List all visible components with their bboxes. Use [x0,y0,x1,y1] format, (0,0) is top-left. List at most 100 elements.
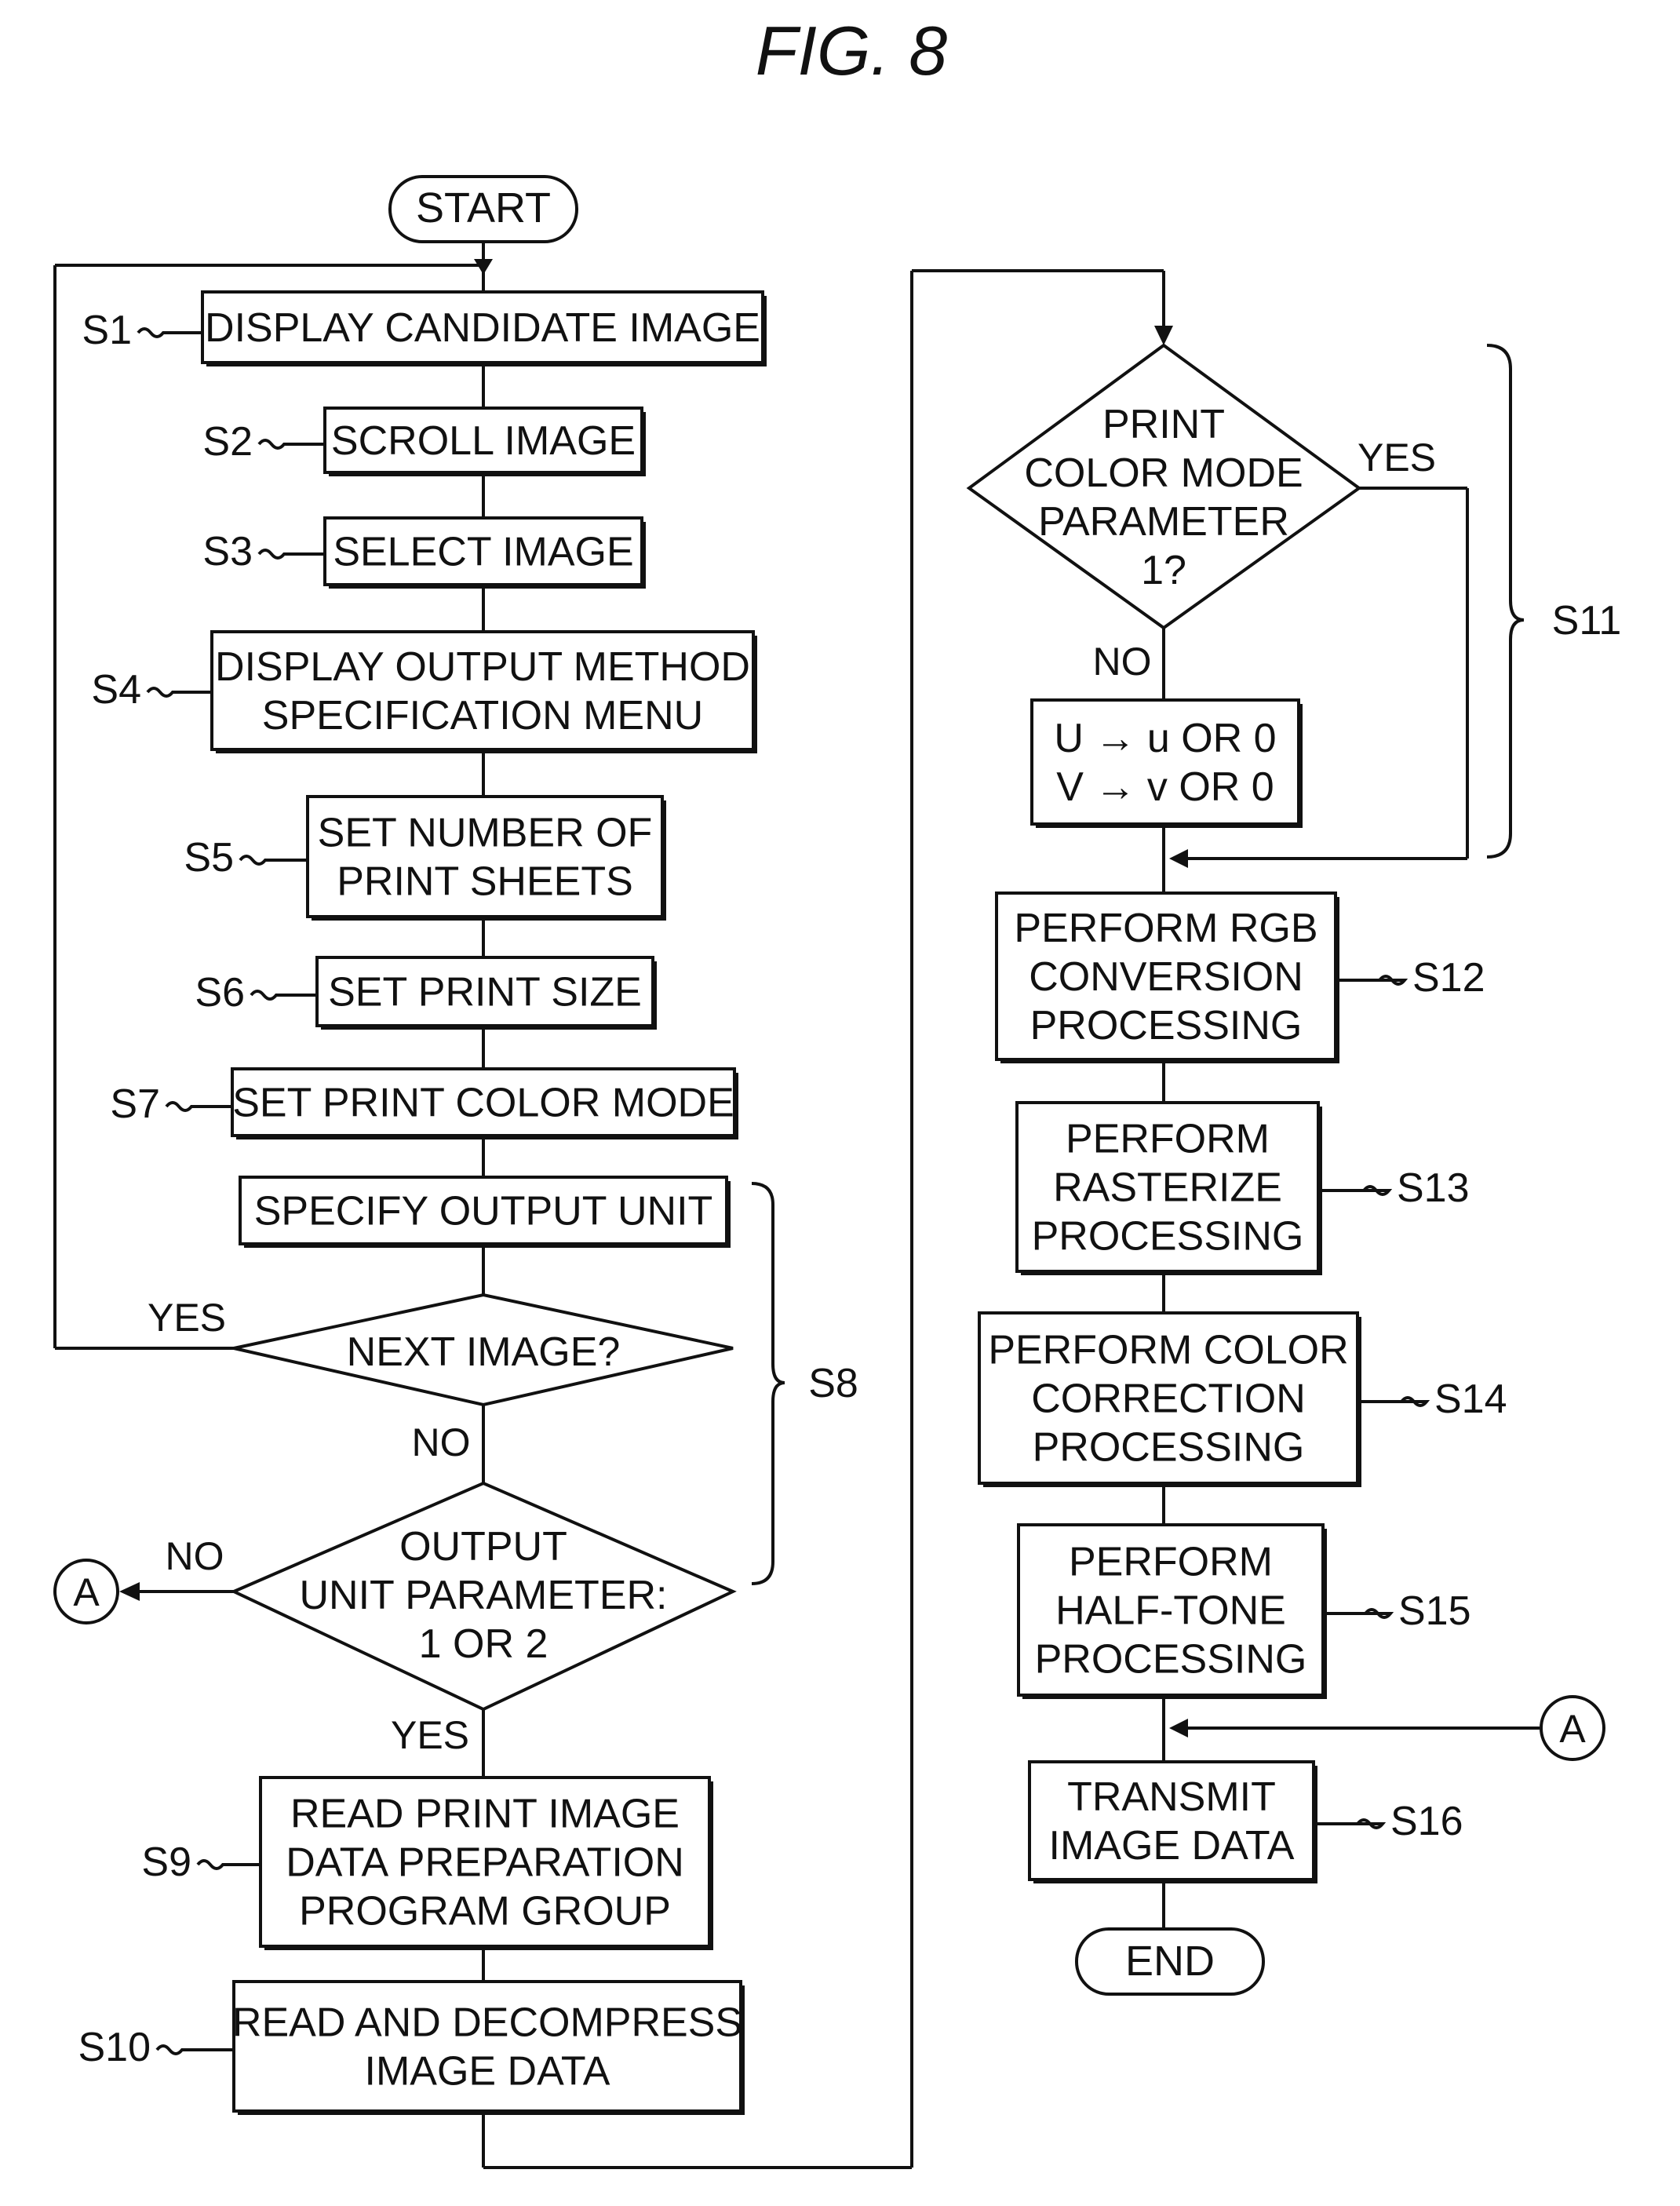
step-s7: SET PRINT COLOR MODE S7 [110,1069,738,1139]
step-s12-text-2: CONVERSION [1029,954,1303,1000]
step-id-leader-s9 [198,1861,261,1869]
step-id-s6: S6 [195,970,245,1015]
step-s11-convert-text-2: V → v OR 0 [1056,764,1274,810]
step-s10-text-1: READ AND DECOMPRESS [232,2000,742,2046]
process-steps-right: U → u OR 0V → v OR 0 PERFORM RGBCONVERSIO… [979,700,1507,1883]
step-s13-text-2: RASTERIZE [1053,1165,1282,1211]
step-s13-text-1: PERFORM [1066,1117,1270,1162]
step-id-s1: S1 [82,308,132,353]
step-s6-text-1: SET PRINT SIZE [328,970,642,1015]
step-id-leader-s6 [251,991,317,999]
step-s12-text-1: PERFORM RGB [1014,906,1317,951]
step-s5-text-2: PRINT SHEETS [337,859,633,905]
step-s12-text-3: PROCESSING [1030,1003,1303,1048]
step-id-s4: S4 [91,667,141,713]
decision-next-image-label: NEXT IMAGE? [347,1329,621,1375]
step-id-leader-s2 [259,440,325,448]
step-s12: PERFORM RGBCONVERSIONPROCESSING S12 [997,893,1485,1063]
process-steps-left: DISPLAY CANDIDATE IMAGES1SCROLL IMAGES2S… [78,292,767,2115]
figure-title: FIG. 8 [756,12,948,89]
step-id-s13: S13 [1397,1165,1470,1211]
step-id-s14: S14 [1434,1376,1507,1422]
decision-next-image-yes: YES [148,1296,226,1340]
decision-next-image: NEXT IMAGE? YES NO [148,1295,733,1464]
step-s11-convert: U → u OR 0V → v OR 0 [1032,700,1303,828]
step-id-s10: S10 [78,2025,151,2070]
step-id-s12: S12 [1412,955,1485,1001]
step-id-leader-s15 [1323,1610,1390,1617]
step-s4-text-2: SPECIFICATION MENU [262,693,703,738]
step-s14: PERFORM COLORCORRECTIONPROCESSINGS14 [979,1313,1507,1487]
decision-color-mode-no: NO [1093,640,1152,684]
step-s16-text-2: IMAGE DATA [1049,1823,1295,1869]
step-s5-text-1: SET NUMBER OF [318,811,653,856]
step-s13-text-3: PROCESSING [1032,1214,1304,1260]
step-id-s16: S16 [1390,1799,1463,1844]
step-id-leader-s16 [1314,1820,1383,1828]
decision-color-mode-line-4: 1? [1141,548,1186,593]
decision-output-unit-yes: YES [391,1713,469,1757]
step-id-s5: S5 [184,835,234,881]
decision-output-unit-line-2: UNIT PARAMETER: [299,1573,667,1618]
step-s4: DISPLAY OUTPUT METHODSPECIFICATION MENU S… [91,632,757,753]
step-id-leader-s13 [1318,1187,1389,1194]
step-s1: DISPLAY CANDIDATE IMAGES1 [82,292,767,366]
step-s15-text-1: PERFORM [1069,1540,1273,1585]
decision-color-mode-line-3: PARAMETER [1038,499,1289,545]
connector-a-right-label: A [1559,1707,1586,1751]
step-s8-unit: SPECIFY OUTPUT UNIT [240,1177,731,1248]
step-s9: READ PRINT IMAGEDATA PREPARATIONPROGRAM … [141,1778,713,1950]
step-s4-text-1: DISPLAY OUTPUT METHOD [215,644,750,690]
step-s14-text-2: CORRECTION [1031,1376,1306,1422]
step-id-leader-s1 [138,329,202,337]
decision-color-mode-line-1: PRINT [1102,402,1225,447]
step-s9-text-1: READ PRINT IMAGE [290,1792,680,1837]
connector-a-left-label: A [73,1570,100,1614]
decision-output-unit-no: NO [166,1534,224,1578]
step-id-leader-s3 [259,550,325,558]
step-id-leader-s5 [240,856,308,864]
step-s11-convert-text-1: U → u OR 0 [1054,716,1276,761]
step-s9-text-3: PROGRAM GROUP [299,1889,671,1934]
step-id-s8: S8 [808,1361,858,1406]
step-s2-text-1: SCROLL IMAGE [331,418,636,464]
decision-color-mode: PRINT COLOR MODE PARAMETER 1? YES NO [969,345,1436,684]
step-s5: SET NUMBER OFPRINT SHEETS S5 [184,797,666,921]
start-label: START [416,184,551,232]
step-s3: SELECT IMAGES3 [202,518,646,589]
step-s10: READ AND DECOMPRESSIMAGE DATAS10 [78,1982,745,2115]
connector-a-right: A [1541,1697,1604,1759]
step-s16: TRANSMITIMAGE DATA S16 [1030,1762,1463,1883]
step-s9-text-2: DATA PREPARATION [286,1840,684,1886]
decision-output-unit-line-1: OUTPUT [399,1524,567,1570]
step-id-leader-s12 [1336,976,1405,984]
step-s3-text-1: SELECT IMAGE [333,530,633,575]
step-s14-text-3: PROCESSING [1033,1425,1305,1471]
bracket-s11: S11 [1487,345,1621,857]
start-terminal: START [390,177,577,242]
decision-output-unit-line-3: 1 OR 2 [419,1621,548,1667]
step-s16-text-1: TRANSMIT [1067,1774,1276,1820]
step-id-leader-s10 [157,2046,234,2054]
step-id-s9: S9 [141,1840,191,1885]
step-s15: PERFORMHALF-TONEPROCESSINGS15 [1019,1525,1471,1699]
step-id-s2: S2 [202,419,253,465]
step-s15-text-3: PROCESSING [1035,1637,1307,1683]
decision-color-mode-line-2: COLOR MODE [1024,450,1303,496]
connector-a-left: A [55,1560,118,1623]
end-label: END [1125,1938,1215,1985]
step-s13: PERFORMRASTERIZEPROCESSING S13 [1017,1103,1470,1275]
step-s8-unit-text-1: SPECIFY OUTPUT UNIT [254,1189,713,1234]
decision-color-mode-yes: YES [1357,436,1436,479]
step-id-s15: S15 [1398,1588,1471,1634]
step-id-leader-s7 [166,1103,232,1110]
step-id-s11: S11 [1552,598,1622,644]
step-s6: SET PRINT SIZE S6 [195,957,657,1030]
step-id-s7: S7 [110,1081,160,1127]
bracket-s8: S8 [752,1183,858,1584]
step-id-leader-s14 [1357,1398,1427,1406]
step-s2: SCROLL IMAGE S2 [202,408,646,476]
step-s7-text-1: SET PRINT COLOR MODE [232,1081,734,1126]
decision-next-image-no: NO [412,1420,471,1464]
